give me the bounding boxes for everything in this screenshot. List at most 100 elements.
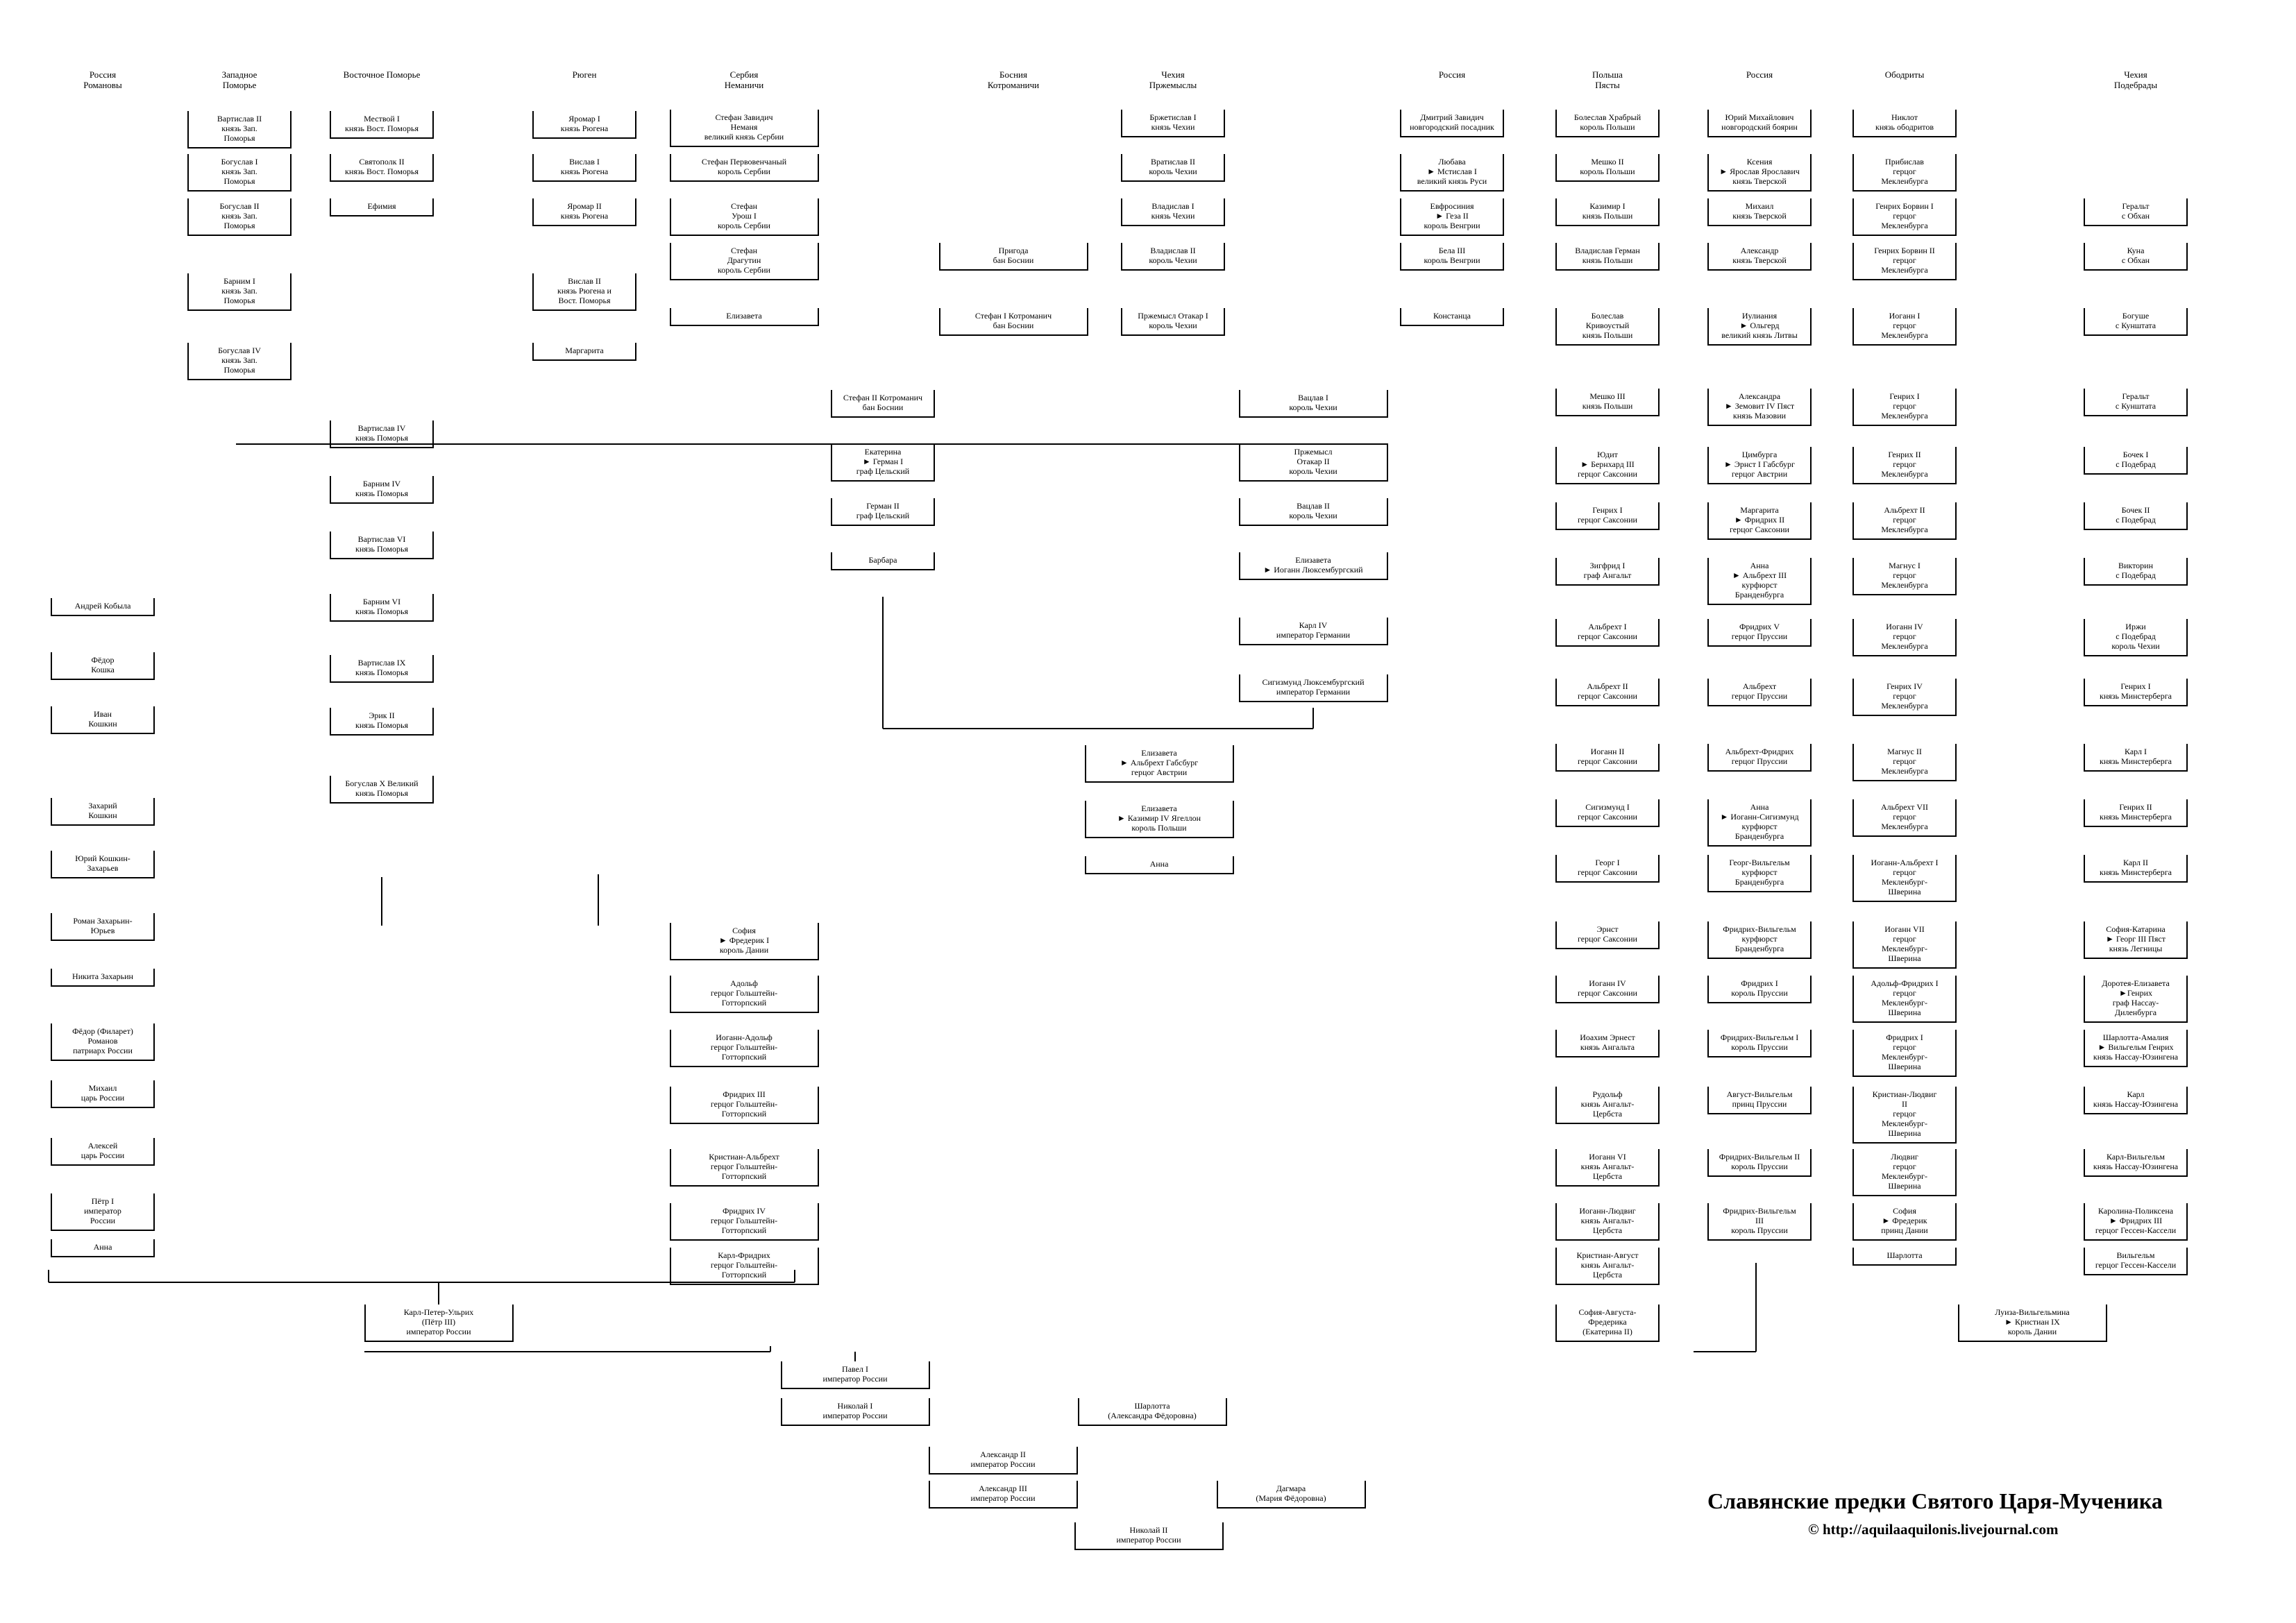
person-box: Генрих II князь Минстерберга xyxy=(2084,799,2188,827)
person-box: Стефан II Котроманич бан Боснии xyxy=(831,390,935,418)
person-box: Евфросиния ► Геза II король Венгрии xyxy=(1400,198,1504,236)
person-box: Александр князь Тверской xyxy=(1707,243,1812,271)
person-box: Пржемысл Отакар II король Чехии xyxy=(1238,444,1388,482)
person-box: Маргарита xyxy=(532,343,636,361)
person-box: Констанца xyxy=(1400,308,1504,326)
person-box: Бочек II с Подебрад xyxy=(2084,502,2188,530)
person-box: Яромар II князь Рюгена xyxy=(532,198,636,226)
person-box: Фридрих-Вильгельм III король Пруссии xyxy=(1707,1203,1812,1241)
person-box: Дагмара (Мария Фёдоровна) xyxy=(1216,1481,1366,1509)
person-box: Магнус II герцог Мекленбурга xyxy=(1852,744,1957,781)
person-box: Мествой I князь Вост. Поморья xyxy=(330,111,434,139)
person-box: Эрик II князь Поморья xyxy=(330,708,434,736)
person-box: Владислав Герман князь Польши xyxy=(1555,243,1660,271)
person-box: Фридрих III герцог Гольштейн- Готторпски… xyxy=(669,1087,819,1124)
person-box: Яромар I князь Рюгена xyxy=(532,111,636,139)
person-box: Генрих I князь Минстерберга xyxy=(2084,679,2188,706)
person-box: Александр II император России xyxy=(928,1447,1078,1475)
person-box: Анна ► Иоганн-Сигизмунд курфюрст Бранден… xyxy=(1707,799,1812,847)
person-box: Карл II князь Минстерберга xyxy=(2084,855,2188,883)
person-box: Бочек I с Подебрад xyxy=(2084,447,2188,475)
person-box: Вацлав I король Чехии xyxy=(1238,390,1388,418)
person-box: Кристиан-Альбрехт герцог Гольштейн- Готт… xyxy=(669,1149,819,1187)
person-box: Елизавета xyxy=(669,308,819,326)
person-box: Шарлотта-Амалия ► Вильгельм Генрих князь… xyxy=(2084,1030,2188,1067)
person-box: Иулиания ► Ольгерд великий князь Литвы xyxy=(1707,308,1812,346)
person-box: Юдит ► Бернхард III герцог Саксонии xyxy=(1555,447,1660,484)
person-box: Елизавета ► Иоганн Люксембургский xyxy=(1238,552,1388,580)
person-box: Кристиан-Людвиг II герцог Мекленбург- Шв… xyxy=(1852,1087,1957,1144)
person-box: Алексей царь России xyxy=(51,1138,155,1166)
person-box: Фёдор (Филарет) Романов патриарх России xyxy=(51,1023,155,1061)
person-box: Стефан Урош I король Сербии xyxy=(669,198,819,236)
person-box: Николай I император России xyxy=(780,1398,930,1426)
dynasty-header: Чехия Пржемыслы xyxy=(1149,69,1197,90)
person-box: Михаил князь Тверской xyxy=(1707,198,1812,226)
person-box: Богуслав IV князь Зап. Поморья xyxy=(187,343,292,380)
person-box: Бела III король Венгрии xyxy=(1400,243,1504,271)
person-box: Казимир I князь Польши xyxy=(1555,198,1660,226)
person-box: Георг I герцог Саксонии xyxy=(1555,855,1660,883)
person-box: Вислав II князь Рюгена и Вост. Поморья xyxy=(532,273,636,311)
person-box: Фридрих-Вильгельм I король Пруссии xyxy=(1707,1030,1812,1057)
person-box: Пригода бан Боснии xyxy=(938,243,1088,271)
person-box: Александр III император России xyxy=(928,1481,1078,1509)
person-box: Елизавета ► Казимир IV Ягеллон король По… xyxy=(1084,801,1234,838)
person-box: Николай II император России xyxy=(1074,1522,1224,1550)
person-box: Богуше с Кунштата xyxy=(2084,308,2188,336)
person-box: Барним IV князь Поморья xyxy=(330,476,434,504)
person-box: Фридрих-Вильгельм курфюрст Бранденбурга xyxy=(1707,921,1812,959)
person-box: Юрий Кошкин- Захарьев xyxy=(51,851,155,878)
person-box: Геральт с Кунштата xyxy=(2084,389,2188,416)
person-box: София ► Фредерик принц Дании xyxy=(1852,1203,1957,1241)
dynasty-header: Западное Поморье xyxy=(221,69,258,90)
person-box: Стефан Первовенчаный король Сербии xyxy=(669,154,819,182)
dynasty-header: Восточное Поморье xyxy=(343,69,421,80)
person-box: Генрих II герцог Мекленбурга xyxy=(1852,447,1957,484)
person-box: Адольф герцог Гольштейн- Готторпский xyxy=(669,976,819,1013)
person-box: Альбрехт I герцог Саксонии xyxy=(1555,619,1660,647)
person-box: Фридрих-Вильгельм II король Пруссии xyxy=(1707,1149,1812,1177)
person-box: Иоганн II герцог Саксонии xyxy=(1555,744,1660,772)
dynasty-header: Россия xyxy=(1438,69,1466,80)
person-box: Барним VI князь Поморья xyxy=(330,594,434,622)
person-box: Вартислав IV князь Поморья xyxy=(330,420,434,448)
person-box: Пржемысл Отакар I король Чехии xyxy=(1121,308,1225,336)
person-box: Каролина-Поликсена ► Фридрих III герцог … xyxy=(2084,1203,2188,1241)
person-box: Любава ► Мстислав I великий князь Руси xyxy=(1400,154,1504,192)
page-title: Славянские предки Святого Царя-Мученика xyxy=(1707,1488,2163,1513)
person-box: Иоганн-Людвиг князь Ангальт- Цербста xyxy=(1555,1203,1660,1241)
person-box: Стефан Драгутин король Сербии xyxy=(669,243,819,280)
person-box: Павел I император России xyxy=(780,1361,930,1389)
person-box: Фридрих V герцог Пруссии xyxy=(1707,619,1812,647)
copyright-link[interactable]: © http://aquilaaquilonis.livejournal.com xyxy=(1808,1521,2059,1538)
person-box: Кристиан-Август князь Ангальт- Цербста xyxy=(1555,1248,1660,1285)
person-box: Вартислав IX князь Поморья xyxy=(330,655,434,683)
person-box: Вартислав II князь Зап. Поморья xyxy=(187,111,292,148)
person-box: Генрих I герцог Мекленбурга xyxy=(1852,389,1957,426)
dynasty-header: Чехия Подебрады xyxy=(2113,69,2158,90)
person-box: Шарлотта xyxy=(1852,1248,1957,1266)
person-box: Ефимия xyxy=(330,198,434,216)
person-box: Стефан I Котроманич бан Боснии xyxy=(938,308,1088,336)
person-box: Генрих Борвин I герцог Мекленбурга xyxy=(1852,198,1957,236)
dynasty-header: Россия xyxy=(1746,69,1773,80)
person-box: Анна xyxy=(1084,856,1234,874)
person-box: Вильгельм герцог Гессен-Кассели xyxy=(2084,1248,2188,1275)
person-box: Генрих IV герцог Мекленбурга xyxy=(1852,679,1957,716)
person-box: Вратислав II король Чехии xyxy=(1121,154,1225,182)
person-box: Альбрехт VII герцог Мекленбурга xyxy=(1852,799,1957,837)
person-box: Иван Кошкин xyxy=(51,706,155,734)
dynasty-header: Сербия Неманичи xyxy=(724,69,764,90)
person-box: Иоганн-Альбрехт I герцог Мекленбург- Шве… xyxy=(1852,855,1957,902)
person-box: Фёдор Кошка xyxy=(51,652,155,680)
dynasty-header: Рюген xyxy=(572,69,597,80)
person-box: Ксения ► Ярослав Ярославич князь Тверско… xyxy=(1707,154,1812,192)
person-box: Карл-Фридрих герцог Гольштейн- Готторпск… xyxy=(669,1248,819,1285)
person-box: Шарлотта (Александра Фёдоровна) xyxy=(1077,1398,1227,1426)
person-box: Викторин с Подебрад xyxy=(2084,558,2188,586)
person-box: Вартислав VI князь Поморья xyxy=(330,532,434,559)
person-box: Адольф-Фридрих I герцог Мекленбург- Швер… xyxy=(1852,976,1957,1023)
person-box: Вислав I князь Рюгена xyxy=(532,154,636,182)
person-box: Герман II граф Цельский xyxy=(831,498,935,526)
